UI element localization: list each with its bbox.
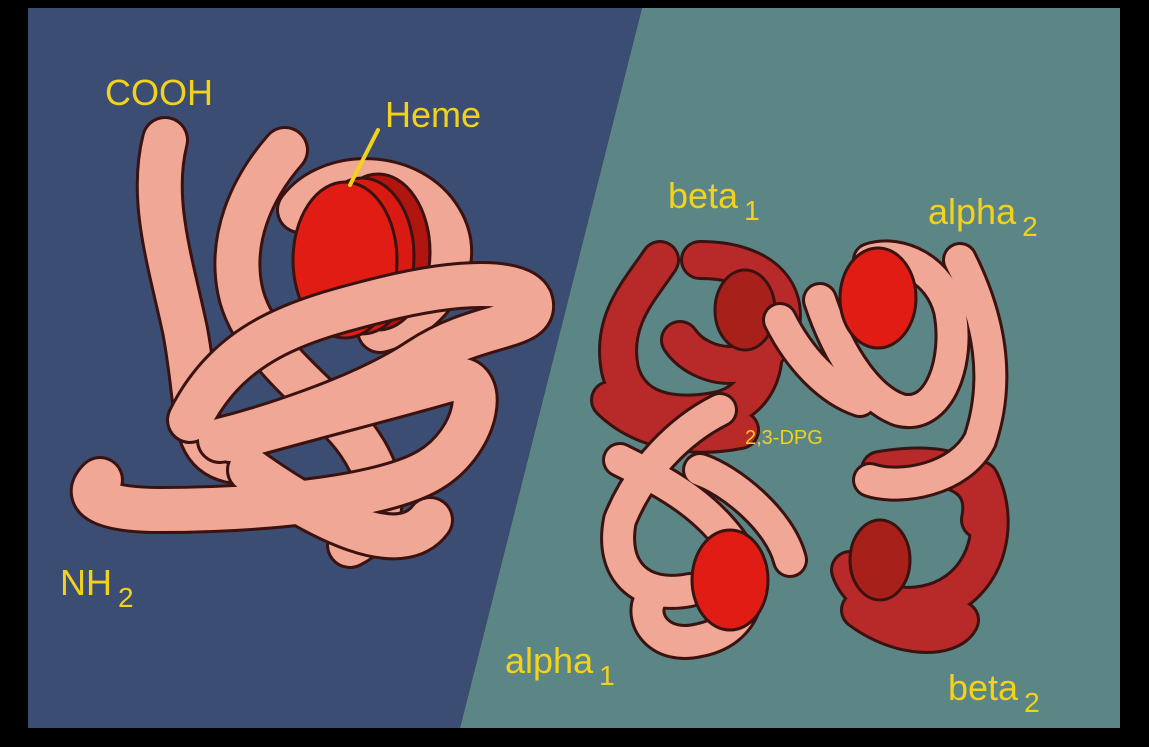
beta1-label-subscript: 1 (744, 195, 760, 226)
alpha2-label-main: alpha (928, 191, 1016, 232)
alpha1-label-main: alpha (505, 640, 593, 681)
beta2-heme-disc (850, 520, 910, 600)
nh2-label-main: NH (60, 562, 112, 603)
beta2-label-subscript: 2 (1024, 687, 1040, 718)
heme-label: Heme (385, 97, 481, 133)
alpha2-label-subscript: 2 (1022, 211, 1038, 242)
alpha1-heme-disc (692, 530, 768, 630)
beta1-label-main: beta (668, 175, 738, 216)
cooh-label: COOH (105, 75, 213, 111)
beta2-label-main: beta (948, 667, 1018, 708)
alpha2-heme-disc (840, 248, 916, 348)
nh2-label-subscript: 2 (118, 582, 134, 613)
alpha1-label-subscript: 1 (599, 660, 615, 691)
dpg-label: 2,3-DPG (745, 428, 823, 448)
